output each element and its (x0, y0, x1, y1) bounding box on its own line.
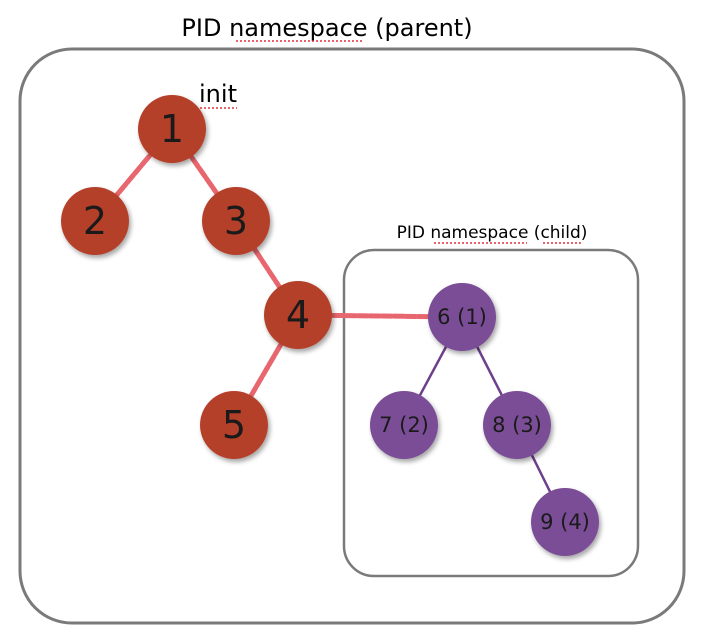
child-namespace-box (342, 248, 640, 578)
init-label: init (199, 80, 237, 108)
process-node-4: 4 (264, 281, 332, 349)
process-node-1: 1 (138, 95, 206, 163)
process-node-label: 6 (1) (437, 305, 487, 329)
process-node-circle (200, 391, 268, 459)
process-node-3: 3 (202, 187, 270, 255)
process-node-circle (483, 391, 551, 459)
process-node-circle (202, 187, 270, 255)
process-node-8: 8 (3) (483, 391, 551, 459)
process-node-label: 2 (83, 199, 107, 243)
process-node-label: 5 (222, 403, 246, 447)
process-node-circle (428, 283, 496, 351)
process-node-9: 9 (4) (531, 488, 599, 556)
process-node-label: 3 (224, 199, 248, 243)
process-node-6: 6 (1) (428, 283, 496, 351)
process-node-label: 7 (2) (379, 413, 429, 437)
nodes-layer: 1 2 3 4 5 6 (1) 7 (2) 8 (3) 9 (4) (61, 95, 599, 556)
process-node-circle (264, 281, 332, 349)
process-node-7: 7 (2) (370, 391, 438, 459)
process-node-label: 4 (286, 293, 310, 337)
parent-namespace-title: PID namespace (parent) (181, 14, 472, 42)
process-node-label: 8 (3) (492, 413, 542, 437)
parent-namespace-box (18, 47, 686, 625)
child-namespace-title: PID namespace (child) (397, 223, 588, 243)
process-node-label: 1 (160, 107, 184, 151)
process-node-circle (138, 95, 206, 163)
process-node-5: 5 (200, 391, 268, 459)
process-node-circle (370, 391, 438, 459)
process-node-circle (531, 488, 599, 556)
process-node-2: 2 (61, 187, 129, 255)
process-node-label: 9 (4) (540, 510, 590, 534)
process-node-circle (61, 187, 129, 255)
